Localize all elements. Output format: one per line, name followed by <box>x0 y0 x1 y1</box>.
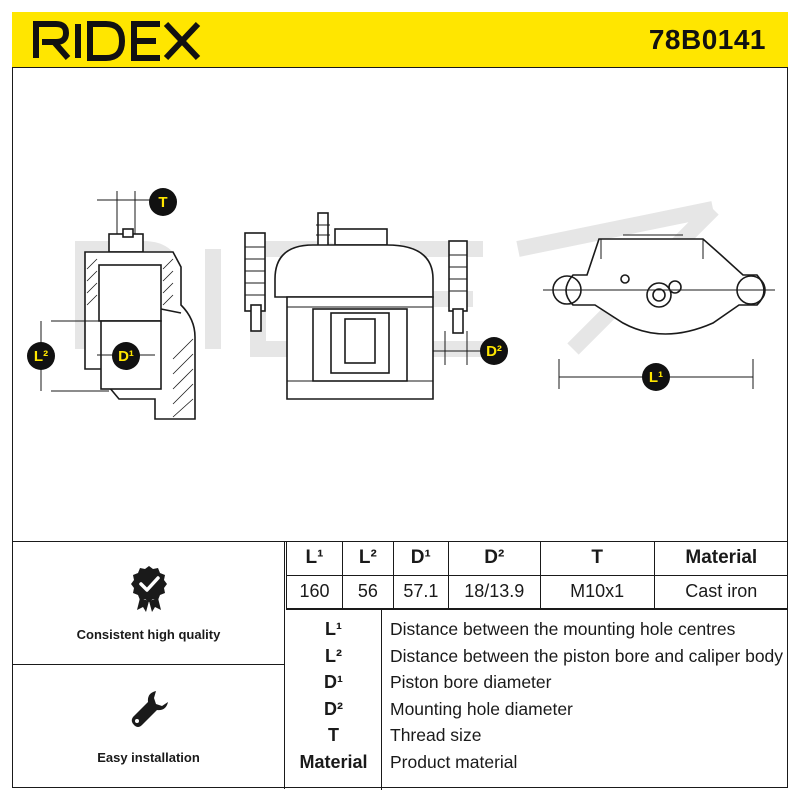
legend-key: D¹ <box>324 672 343 692</box>
dimension-badge-l1: L¹ <box>642 363 670 391</box>
specs-value-d2: 18/13.9 <box>447 574 541 609</box>
legend-description: Product material <box>390 752 518 772</box>
dimension-badge-d2: D² <box>480 337 508 365</box>
svg-text:L²: L² <box>34 348 48 365</box>
legend-row: L¹ Distance between the mounting hole ce… <box>286 616 788 642</box>
legend-divider <box>381 610 382 790</box>
specs-header-d2: D² <box>447 542 541 576</box>
legend-description: Distance between the piston bore and cal… <box>390 646 784 666</box>
legend-key: D² <box>324 699 343 719</box>
legend-description: Mounting hole diameter <box>390 699 573 719</box>
specs-value-t: M10x1 <box>539 574 655 609</box>
part-number: 78B0141 <box>648 24 766 55</box>
specs-value-l2: 56 <box>341 574 394 609</box>
dimension-badge-l2: L² <box>27 342 55 370</box>
specs-table: L¹ L² D¹ D² T Material 160 56 57.1 18/13… <box>286 542 788 609</box>
legend-row: D² Mounting hole diameter <box>286 696 788 722</box>
svg-text:D¹: D¹ <box>118 348 134 365</box>
specs-header-t: T <box>539 542 655 576</box>
specs-header-material: Material <box>653 542 788 576</box>
quality-seal-icon <box>131 566 167 612</box>
legend-description: Thread size <box>390 725 482 745</box>
section-view <box>40 191 196 420</box>
legend-row: D¹ Piston bore diameter <box>286 669 788 695</box>
feature-label: Easy installation <box>97 750 200 765</box>
svg-text:L¹: L¹ <box>649 369 663 386</box>
technical-drawing: T L² D¹ D² L¹ <box>27 188 775 420</box>
legend-key: L² <box>325 646 342 666</box>
specs-value-row: 160 56 57.1 18/13.9 M10x1 Cast iron <box>286 574 788 609</box>
specs-header-l1: L¹ <box>286 542 343 576</box>
svg-text:D²: D² <box>486 343 502 360</box>
feature-installation: Easy installation <box>12 665 285 789</box>
info-section: Consistent high quality Easy installatio… <box>12 541 788 790</box>
specs-value-d1: 57.1 <box>392 574 449 609</box>
specs-header-row: L¹ L² D¹ D² T Material <box>286 542 788 576</box>
dimension-badge-t: T <box>149 188 177 216</box>
legend-description: Distance between the mounting hole centr… <box>390 619 736 639</box>
wrench-icon <box>131 691 168 727</box>
feature-column: Consistent high quality Easy installatio… <box>12 542 285 789</box>
legend-row: T Thread size <box>286 722 788 748</box>
header-bar: 78B0141 <box>12 12 788 68</box>
legend-row: L² Distance between the piston bore and … <box>286 643 788 669</box>
specs-value-l1: 160 <box>286 574 343 609</box>
legend-key: T <box>328 725 339 745</box>
feature-label: Consistent high quality <box>76 627 221 642</box>
front-view <box>244 212 483 400</box>
ridex-logo <box>33 21 201 61</box>
svg-text:T: T <box>158 194 167 211</box>
dimension-legend: L¹ Distance between the mounting hole ce… <box>286 609 788 790</box>
feature-quality: Consistent high quality <box>12 542 285 665</box>
specs-value-material: Cast iron <box>653 574 788 609</box>
specs-header-l2: L² <box>341 542 394 576</box>
side-view <box>543 234 775 389</box>
legend-description: Piston bore diameter <box>390 672 552 692</box>
legend-key: Material <box>299 752 368 772</box>
legend-row: Material Product material <box>286 749 788 775</box>
dimension-badge-d1: D¹ <box>112 342 140 370</box>
specs-header-d1: D¹ <box>392 542 449 576</box>
legend-key: L¹ <box>325 619 342 639</box>
